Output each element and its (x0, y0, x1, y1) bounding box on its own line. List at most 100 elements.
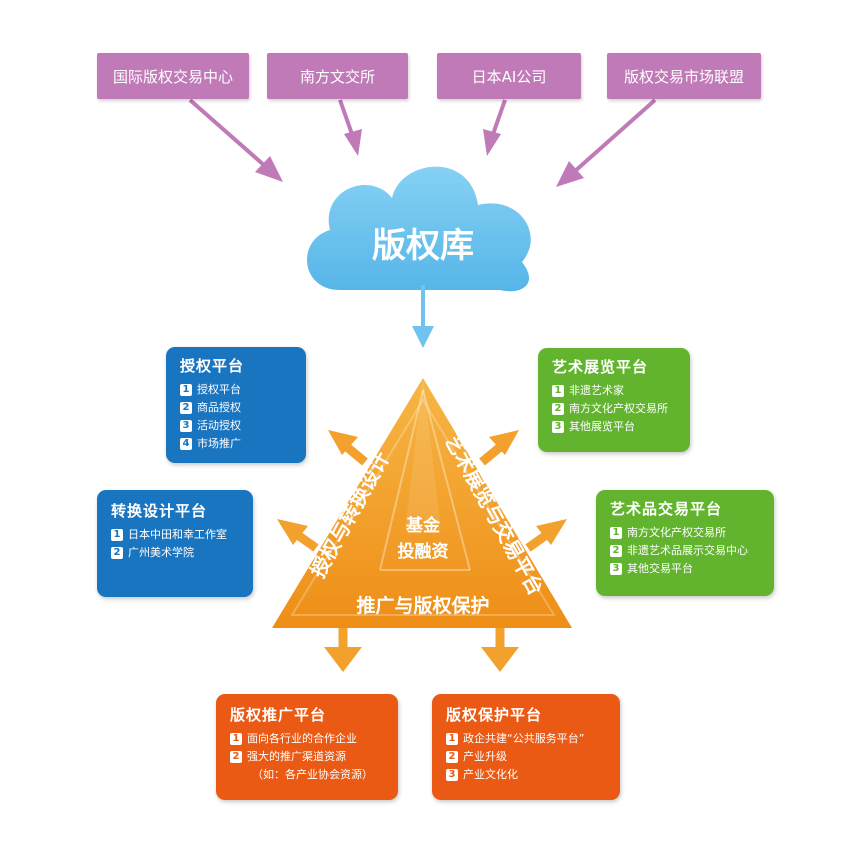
list-text: 授权平台 (197, 383, 241, 396)
list-number: 2 (610, 545, 622, 557)
list-text: 强大的推广渠道资源 (247, 750, 346, 763)
authorization-platform-list: 1 授权平台 2 商品授权 3 活动授权 4 市场推广 (180, 381, 306, 453)
arrow-source-4 (572, 98, 657, 174)
list-text: 政企共建“公共服务平台” (463, 732, 585, 745)
arrowhead-source-1 (255, 156, 283, 182)
list-item: 2 非遗艺术品展示交易中心 (610, 542, 774, 560)
list-text: 商品授权 (197, 401, 241, 414)
list-number: 1 (180, 384, 192, 396)
source-label-4: 版权交易市场联盟 (623, 67, 744, 86)
list-text: 产业升级 (463, 750, 507, 763)
list-text: 非遗艺术品展示交易中心 (627, 544, 748, 557)
authorization-platform-title: 授权平台 (180, 357, 245, 375)
arrowhead-up-left (328, 430, 358, 455)
list-text: 日本中田和幸工作室 (128, 528, 227, 541)
list-text: 其他展览平台 (569, 420, 635, 433)
list-number: 2 (552, 403, 564, 415)
arrowhead-source-3 (483, 129, 501, 156)
triangle-center-line2: 投融资 (398, 541, 449, 562)
trading-platform-title: 艺术品交易平台 (610, 500, 723, 518)
list-number: 1 (111, 529, 123, 541)
trading-platform-list: 1 南方文化产权交易所 2 非遗艺术品展示交易中心 3 其他交易平台 (610, 524, 774, 578)
list-number: 2 (111, 547, 123, 559)
arrowhead-down-left (324, 647, 362, 672)
triangle-bottom-label: 推广与版权保护 (356, 594, 489, 617)
list-item: 4 市场推广 (180, 435, 306, 453)
triangle-center-line1: 基金 (405, 515, 441, 536)
list-number: 3 (610, 563, 622, 575)
protection-platform-box: 版权保护平台 1 政企共建“公共服务平台” 2 产业升级 3 产业文化化 (432, 694, 620, 800)
list-text: 广州美术学院 (128, 546, 194, 559)
arrow-source-1 (188, 98, 267, 168)
list-item: 2 产业升级 (446, 748, 620, 766)
list-item: 2 广州美术学院 (111, 544, 253, 562)
source-label-1: 国际版权交易中心 (112, 67, 233, 86)
source-box-2: 南方文交所 (267, 53, 408, 99)
arrowhead-source-2 (344, 129, 362, 156)
conversion-platform-list: 1 日本中田和幸工作室 2 广州美术学院 (111, 526, 253, 562)
list-text: 其他交易平台 (627, 562, 693, 575)
source-label-2: 南方文交所 (299, 67, 375, 86)
arrowhead-mid-right (536, 519, 567, 545)
source-label-3: 日本AI公司 (471, 67, 547, 86)
protection-platform-title: 版权保护平台 (446, 706, 543, 724)
list-text: 南方文化产权交易所 (627, 526, 726, 539)
list-item: 1 政企共建“公共服务平台” (446, 730, 620, 748)
list-number: 2 (180, 402, 192, 414)
list-item: 2 强大的推广渠道资源 (230, 748, 398, 766)
arrow-source-2 (338, 99, 355, 138)
list-item: 2 商品授权 (180, 399, 306, 417)
list-item: 1 南方文化产权交易所 (610, 524, 774, 542)
conversion-platform-box: 转换设计平台 1 日本中田和幸工作室 2 广州美术学院 (97, 490, 253, 597)
list-item: 1 非遗艺术家 (552, 382, 690, 400)
list-number: 1 (552, 385, 564, 397)
list-text: 产业文化化 (463, 768, 518, 781)
source-box-1: 国际版权交易中心 (97, 53, 249, 99)
protection-platform-list: 1 政企共建“公共服务平台” 2 产业升级 3 产业文化化 (446, 730, 620, 784)
list-text: 市场推广 (197, 437, 241, 450)
list-number: 3 (446, 769, 458, 781)
arrowhead-source-4 (556, 161, 584, 187)
arrowhead-up-right (489, 430, 519, 455)
triangle-arrows (277, 430, 567, 672)
arrowhead-mid-left (277, 519, 308, 545)
source-box-3: 日本AI公司 (437, 53, 581, 99)
list-number: 1 (610, 527, 622, 539)
list-item: 3 产业文化化 (446, 766, 620, 784)
list-number: 3 (180, 420, 192, 432)
authorization-platform-box: 授权平台 1 授权平台 2 商品授权 3 活动授权 4 市场推广 (166, 347, 306, 463)
list-number: 2 (446, 751, 458, 763)
source-arrows (188, 98, 657, 187)
arrowhead-down-right (481, 647, 519, 672)
list-number: 1 (230, 733, 242, 745)
exhibition-platform-title: 艺术展览平台 (552, 358, 649, 376)
list-text: 南方文化产权交易所 (569, 402, 668, 415)
cloud-label: 版权库 (372, 226, 474, 266)
list-note: （如：各产业协会资源） (252, 768, 373, 781)
cloud-arrow (412, 285, 434, 348)
list-number: 4 (180, 438, 192, 450)
trading-platform-box: 艺术品交易平台 1 南方文化产权交易所 2 非遗艺术品展示交易中心 3 其他交易平台 (596, 490, 774, 596)
list-number: 1 (446, 733, 458, 745)
list-item: 2 南方文化产权交易所 (552, 400, 690, 418)
triangle-shape (272, 378, 572, 628)
list-item: 1 授权平台 (180, 381, 306, 399)
list-item: 3 活动授权 (180, 417, 306, 435)
list-number: 2 (230, 751, 242, 763)
arrow-source-3 (490, 99, 507, 138)
list-text: 非遗艺术家 (569, 384, 624, 397)
promotion-platform-title: 版权推广平台 (230, 706, 327, 724)
list-item: 1 日本中田和幸工作室 (111, 526, 253, 544)
conversion-platform-title: 转换设计平台 (111, 502, 208, 520)
list-text: 活动授权 (197, 419, 241, 432)
list-item: 3 其他交易平台 (610, 560, 774, 578)
source-box-4: 版权交易市场联盟 (607, 53, 761, 99)
